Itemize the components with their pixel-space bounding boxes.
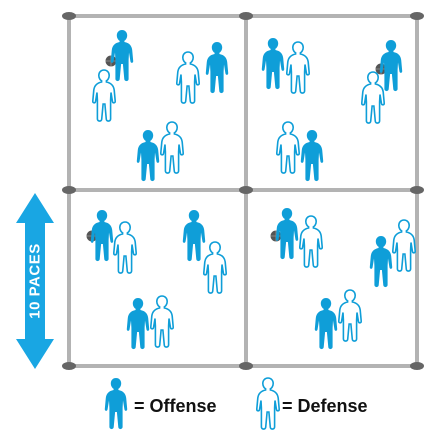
defense-player: [159, 121, 185, 174]
defense-player: [149, 295, 175, 348]
ten-paces-arrow: [16, 193, 54, 369]
offense-player: [126, 298, 150, 350]
grid-bottom-left: [86, 210, 228, 350]
grid-top-left: [91, 30, 229, 182]
defense-player: [337, 289, 363, 342]
cone: [62, 12, 76, 20]
defense-player: [175, 51, 201, 104]
defense-player: [275, 121, 301, 174]
defense-player: [285, 41, 311, 94]
offense-player: [379, 40, 403, 92]
offense-player: [261, 38, 285, 90]
legend-defense-icon: [255, 377, 281, 430]
grid-bottom-right: [270, 208, 417, 350]
ten-paces-text: 10 PACES: [26, 243, 44, 319]
offense-player: [90, 210, 114, 262]
defense-player: [112, 221, 138, 274]
offense-player: [314, 298, 338, 350]
defense-player: [391, 219, 417, 272]
cones: [62, 12, 424, 370]
legend-offense-icon: [104, 378, 128, 430]
legend-defense-label: = Defense: [282, 396, 368, 416]
legend-offense-label: = Offense: [134, 396, 217, 416]
cone: [410, 362, 424, 370]
grid-top-right: [261, 38, 403, 182]
offense-player: [205, 42, 229, 94]
offense-player: [182, 210, 206, 262]
cone: [239, 12, 253, 20]
cone: [410, 12, 424, 20]
cone: [62, 186, 76, 194]
cone: [239, 362, 253, 370]
cone: [62, 362, 76, 370]
defense-player: [360, 71, 386, 124]
defense-player: [298, 215, 324, 268]
defense-player: [202, 241, 228, 294]
defense-player: [91, 69, 117, 122]
cone: [410, 186, 424, 194]
cone: [239, 186, 253, 194]
offense-player: [369, 236, 393, 288]
offense-player: [300, 130, 324, 182]
offense-player: [110, 30, 134, 82]
offense-player: [136, 130, 160, 182]
offense-player: [275, 208, 299, 260]
